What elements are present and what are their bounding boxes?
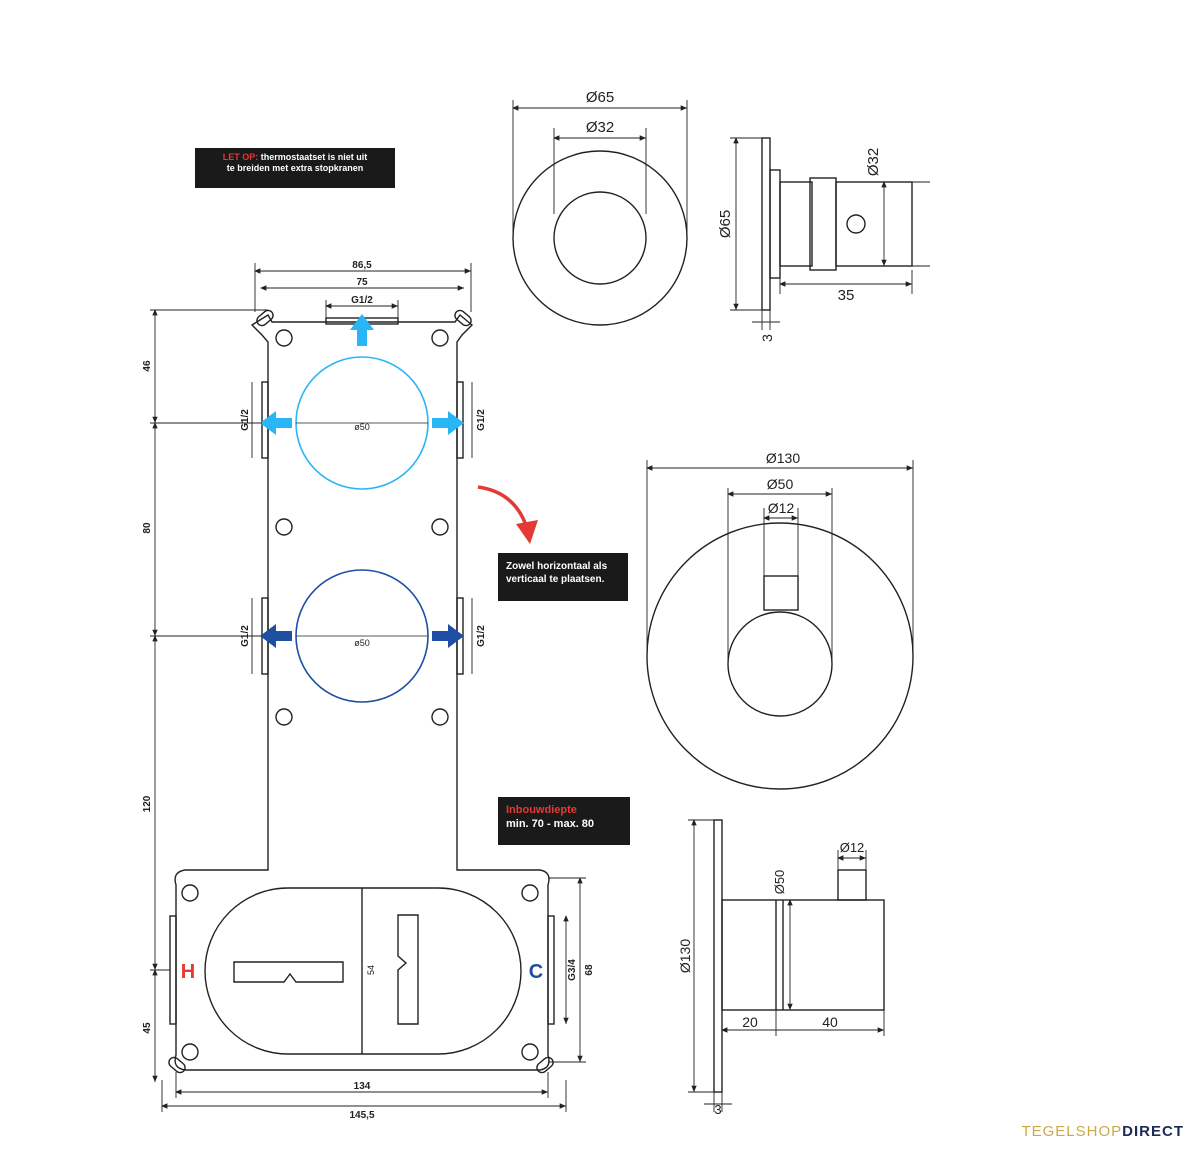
outlet-arrows-dark-blue — [260, 624, 464, 648]
knob-depth: 35 — [838, 287, 855, 304]
warning-text-1: thermostaatset is niet uit — [260, 152, 368, 162]
brand-part1: TEGELSHOP — [1021, 1123, 1123, 1140]
cold-label: C — [529, 961, 543, 983]
rosette-len20: 20 — [742, 1014, 758, 1030]
dim-bottom-inner: 134 — [354, 1081, 371, 1092]
dim-46: 46 — [142, 360, 153, 372]
dim-bottom-outer: 145,5 — [349, 1110, 374, 1121]
hot-label: H — [181, 961, 195, 983]
dim-top-inner: 75 — [356, 277, 368, 288]
depth-note: Inbouwdiepte min. 70 - max. 80 — [498, 797, 630, 845]
rosette-thick: 3 — [714, 1102, 721, 1117]
dim-top-outer: 86,5 — [352, 260, 372, 271]
dim-45: 45 — [142, 1022, 153, 1034]
outlet-arrows-light-blue — [260, 314, 464, 435]
dim-54: 54 — [366, 965, 376, 975]
orientation-text-1: Zowel horizontaal als — [506, 561, 608, 572]
port-right-lower: G1/2 — [476, 625, 487, 647]
warning-text-2: te breiden met extra stopkranen — [226, 163, 364, 174]
rosette-len40: 40 — [822, 1014, 838, 1030]
knob-side-view — [730, 137, 930, 330]
brand-part2: DIRECT — [1122, 1123, 1184, 1140]
knob-d65: Ø65 — [586, 89, 614, 106]
rosette-d50: Ø50 — [767, 476, 794, 492]
rosette-side-d12: Ø12 — [840, 840, 865, 855]
dim-top-port: G1/2 — [351, 295, 373, 306]
orientation-note: Zowel horizontaal als verticaal te plaat… — [498, 553, 628, 601]
rosette-d12: Ø12 — [768, 500, 795, 516]
knob-side-d32: Ø32 — [865, 148, 882, 176]
dim-120: 120 — [142, 795, 153, 812]
knob-front-view — [512, 100, 688, 326]
dim-68: 68 — [584, 964, 595, 976]
depth-text-2: min. 70 - max. 80 — [506, 817, 595, 830]
knob-thick: 3 — [759, 334, 775, 342]
dim-hole-upper: ø50 — [354, 422, 370, 432]
rosette-front-view — [646, 460, 914, 790]
rosette-d130: Ø130 — [766, 450, 800, 466]
dim-g34: G3/4 — [567, 959, 578, 981]
warning-label: LET OP: — [222, 152, 259, 162]
brand-logo: TEGELSHOPDIRECT — [1021, 1123, 1184, 1140]
port-right-upper: G1/2 — [476, 409, 487, 431]
depth-text-1: Inbouwdiepte — [506, 804, 577, 816]
dim-80: 80 — [142, 522, 153, 534]
rosette-side-d50: Ø50 — [772, 870, 787, 895]
rotation-arrow-icon — [477, 485, 538, 544]
knob-side-d65: Ø65 — [717, 210, 734, 238]
knob-d32: Ø32 — [586, 119, 614, 136]
dim-hole-lower: ø50 — [354, 638, 370, 648]
rosette-side-view — [688, 819, 885, 1112]
port-left-upper: G1/2 — [240, 409, 251, 431]
rosette-side-d130: Ø130 — [677, 939, 693, 973]
warning-note: LET OP: thermostaatset is niet uit te br… — [195, 148, 395, 188]
orientation-text-2: verticaal te plaatsen. — [506, 573, 605, 585]
port-left-lower: G1/2 — [240, 625, 251, 647]
box-dimensions — [150, 263, 586, 1112]
